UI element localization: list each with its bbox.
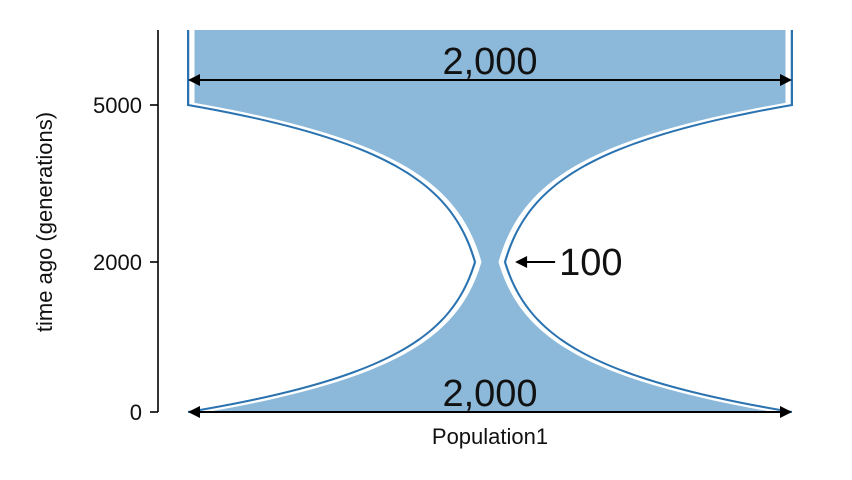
population-right-inner-edge [498, 30, 791, 415]
y-tick-label: 5000 [93, 93, 142, 118]
y-tick-label: 2000 [93, 250, 142, 275]
arrow-head-left [188, 406, 200, 418]
size-label: 100 [559, 242, 622, 284]
y-tick-label: 0 [130, 400, 142, 425]
population-shape [188, 30, 792, 412]
size-label: 2,000 [442, 41, 537, 83]
population-left-inner-edge [189, 30, 482, 415]
population-left-edge [187, 30, 476, 413]
arrow-head-right [780, 406, 792, 418]
y-axis-ticks: 0 2000 5000 [93, 93, 158, 425]
size-label: 2,000 [442, 373, 537, 415]
population-label: Population1 [432, 424, 548, 449]
size-annotations: 2,000 100 2,000 [188, 41, 792, 418]
population-right-edge [504, 30, 793, 413]
y-axis-label: time ago (generations) [32, 112, 57, 332]
arrow-head-left [515, 256, 528, 268]
arrow-head-right [780, 74, 792, 86]
arrow-head-left [188, 74, 200, 86]
